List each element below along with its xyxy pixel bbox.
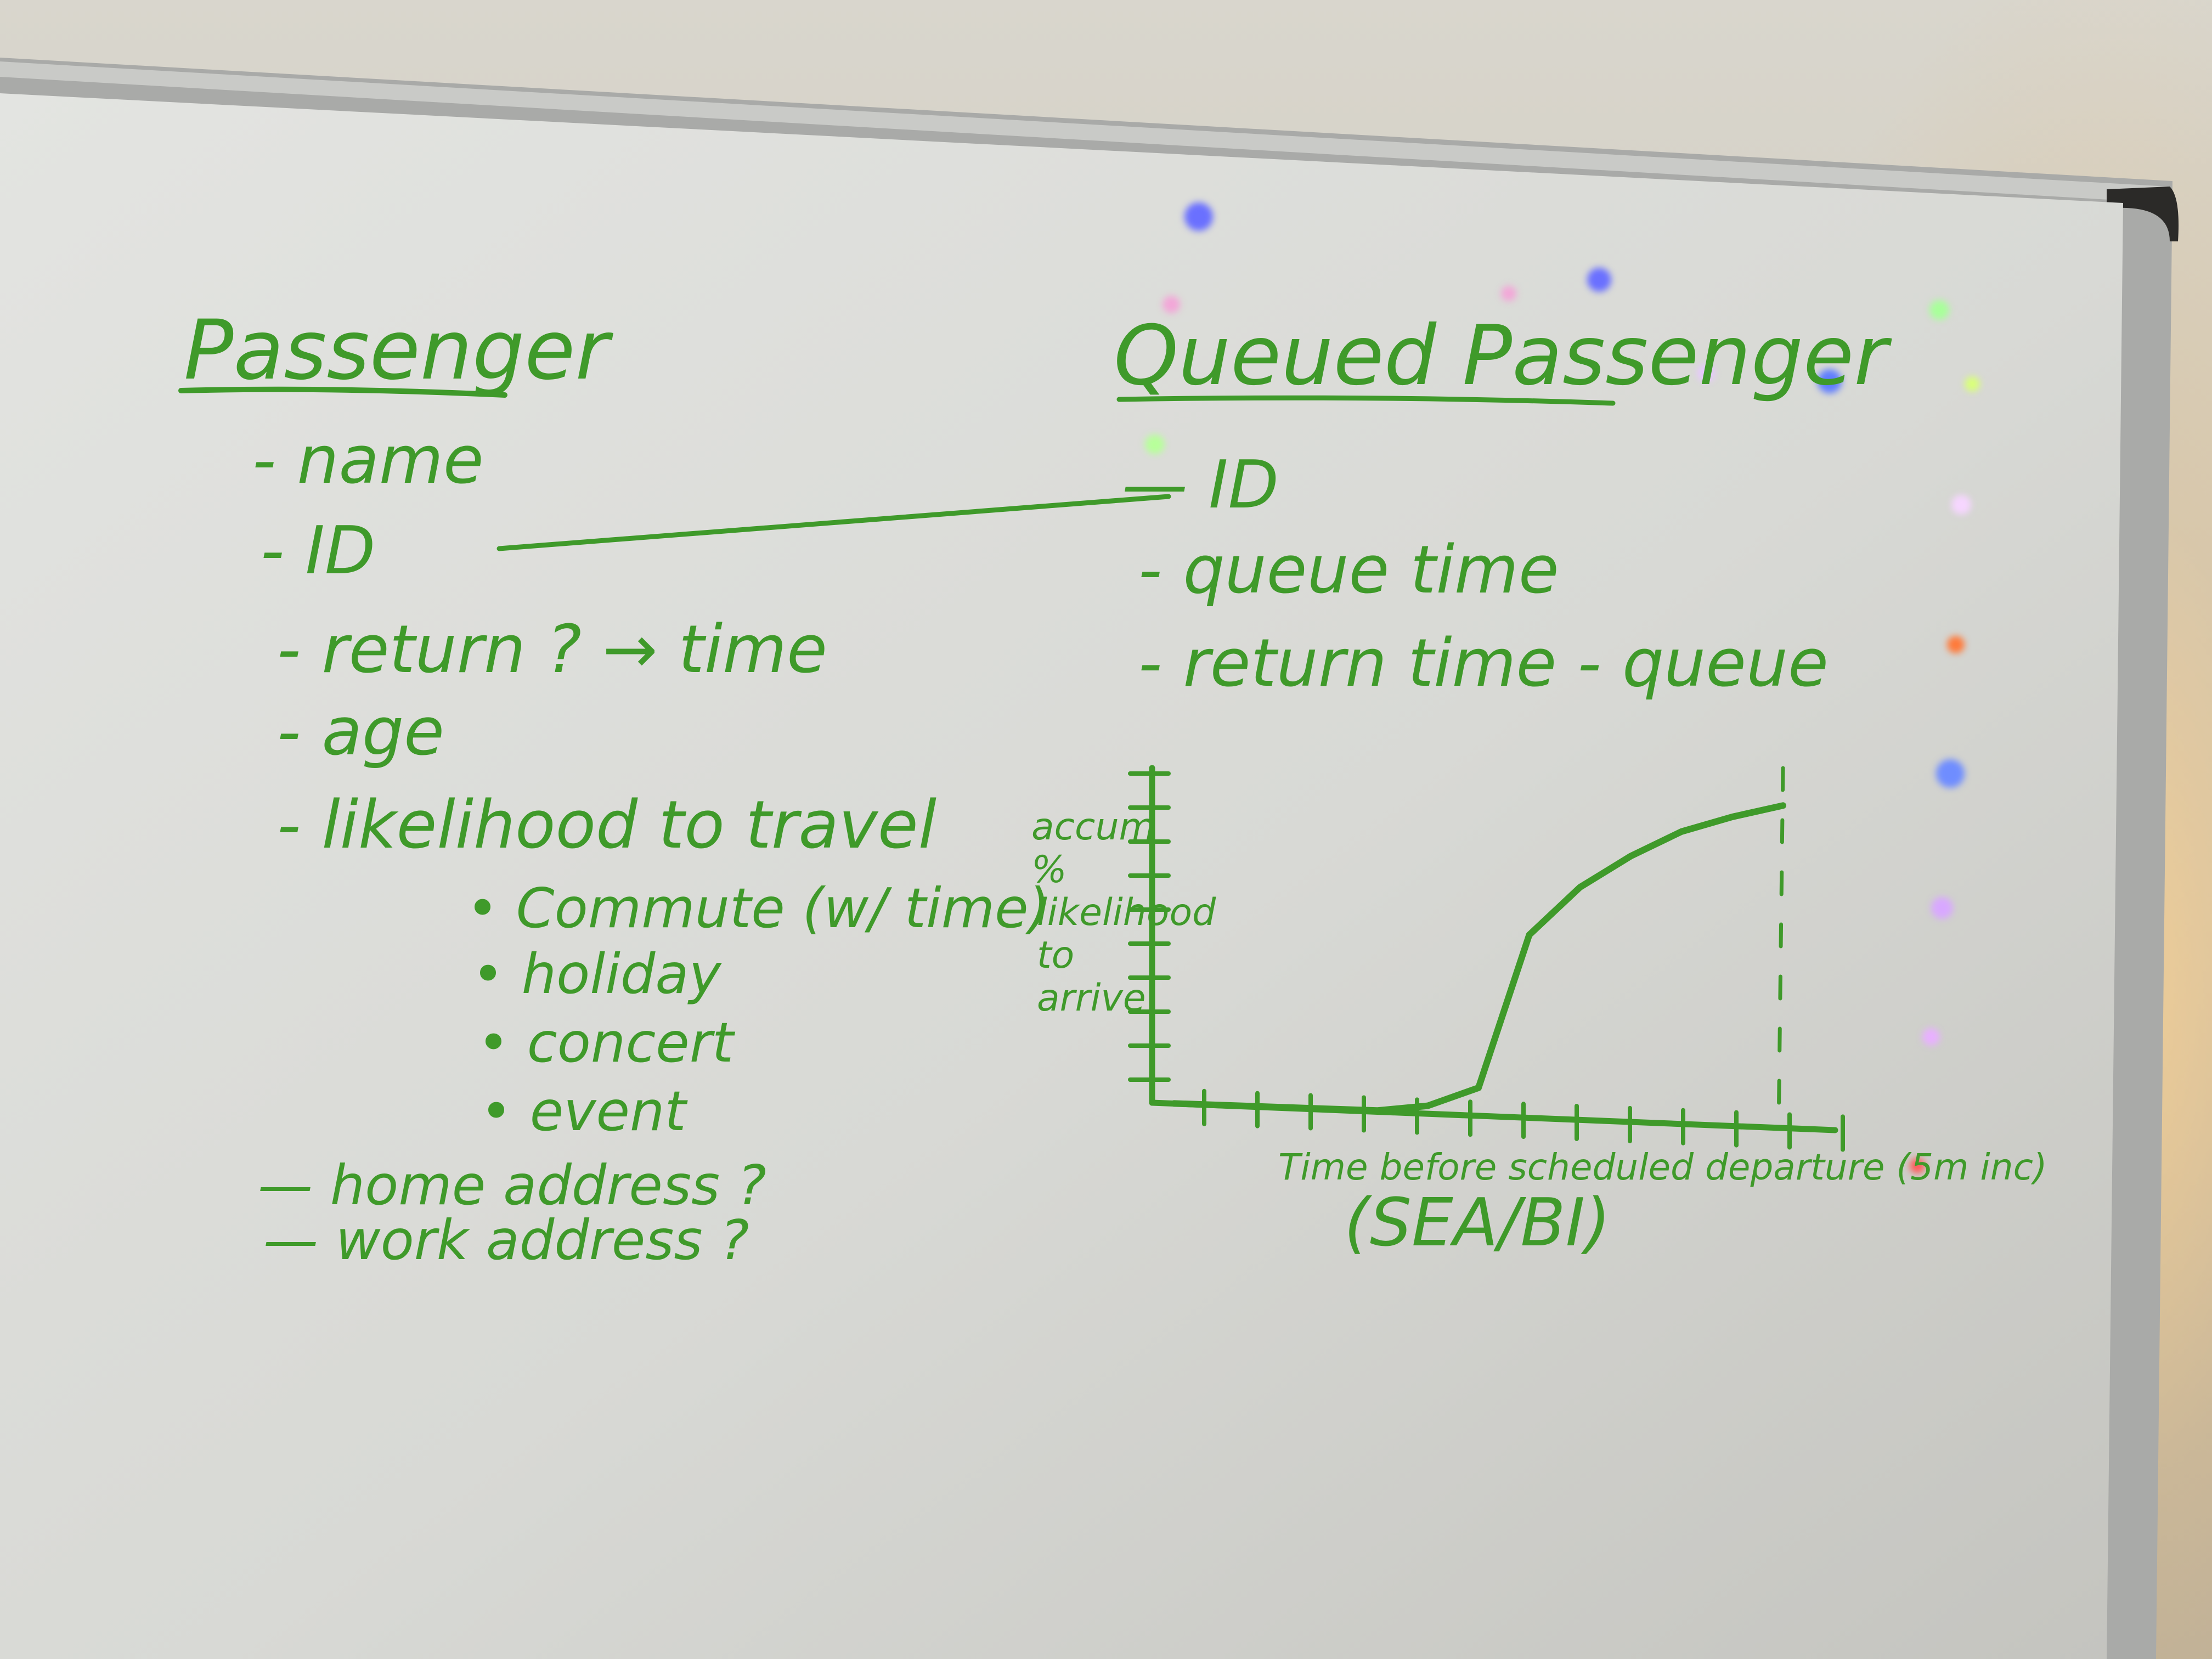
- chart-points: [1171, 803, 1786, 1114]
- whiteboard-surface: [0, 93, 2123, 1659]
- chart-point: [1425, 1103, 1431, 1109]
- queued-passenger-section: Queued Passenger — ID - queue time - ret…: [1114, 308, 1892, 702]
- passenger-item-id: - ID: [261, 513, 375, 589]
- chart-point: [1628, 853, 1634, 859]
- led-light-icon: [1163, 296, 1180, 313]
- led-light-icon: [1184, 202, 1213, 231]
- led-light-icon: [1965, 376, 1980, 392]
- led-light-icon: [1951, 495, 1971, 515]
- chart-y-label-word: to: [1037, 934, 1074, 977]
- led-light-icon: [1818, 369, 1842, 393]
- chart-subtitle: (SEA/BI): [1344, 1185, 1611, 1261]
- passenger-subitem-event: • event: [480, 1079, 688, 1143]
- frame-corner-cap: [2107, 187, 2179, 241]
- led-reflections: [1145, 202, 1980, 1173]
- led-light-icon: [1929, 300, 1949, 320]
- chart-y-label-word: arrive: [1037, 977, 1146, 1020]
- passenger-subitem-commute: • Commute (w/ time): [466, 876, 1050, 940]
- chart-point: [1323, 1106, 1329, 1112]
- chart-y-ticks: [1128, 771, 1171, 1082]
- led-light-icon: [1697, 364, 1715, 382]
- led-light-icon: [1931, 897, 1953, 919]
- chart-point: [1780, 803, 1786, 809]
- passenger-title: Passenger: [184, 303, 614, 398]
- chart-y-label-word: accum: [1031, 805, 1155, 849]
- passenger-item-work-address: — work address ?: [263, 1208, 749, 1272]
- chart-point: [1729, 814, 1735, 820]
- queued-item-id: — ID: [1122, 447, 1279, 523]
- passenger-subitem-holiday: • holiday: [472, 942, 723, 1006]
- led-light-icon: [1947, 636, 1965, 653]
- departure-dashed-line: [1776, 766, 1785, 1132]
- chart-point: [1273, 1104, 1278, 1110]
- led-light-icon: [1922, 1028, 1940, 1046]
- chart-x-ticks: [1202, 1088, 1845, 1152]
- chart-point: [1222, 1102, 1228, 1108]
- chart-y-label-word: %: [1031, 848, 1067, 891]
- chart-y-label-word: likelihood: [1037, 891, 1216, 934]
- passenger-item-likelihood: - likelihood to travel: [277, 787, 936, 864]
- chart-point: [1577, 884, 1583, 890]
- passenger-item-home-address: — home address ?: [258, 1153, 766, 1217]
- passenger-item-age: - age: [277, 694, 444, 770]
- passenger-section: Passenger - name - ID - return ? → time …: [178, 303, 1050, 1272]
- led-light-icon: [1501, 286, 1516, 301]
- chart-point: [1374, 1108, 1380, 1114]
- chart-x-label: Time before scheduled departure (5m inc): [1278, 1146, 2047, 1188]
- id-link-line: [496, 494, 1171, 551]
- passenger-item-return: - return ? → time: [277, 612, 827, 688]
- passenger-title-underline: [178, 386, 507, 398]
- queued-item-queue-time: - queue time: [1138, 532, 1559, 608]
- led-light-icon: [1145, 435, 1165, 454]
- led-light-icon: [1587, 268, 1611, 292]
- whiteboard-frame-highlight: [0, 61, 2167, 203]
- chart-point: [1476, 1085, 1481, 1091]
- queued-passenger-title: Queued Passenger: [1114, 308, 1892, 404]
- led-light-icon: [1936, 759, 1965, 788]
- led-light-icon: [1910, 1158, 1925, 1173]
- queued-passenger-title-underline: [1116, 395, 1616, 406]
- chart-point: [1526, 932, 1532, 938]
- queued-item-return-time-queue: - return time - queue: [1138, 625, 1829, 702]
- chart-point: [1171, 1101, 1177, 1107]
- chart-point: [1679, 828, 1684, 834]
- passenger-item-name: - name: [252, 422, 484, 499]
- passenger-subitem-concert: • concert: [477, 1011, 736, 1075]
